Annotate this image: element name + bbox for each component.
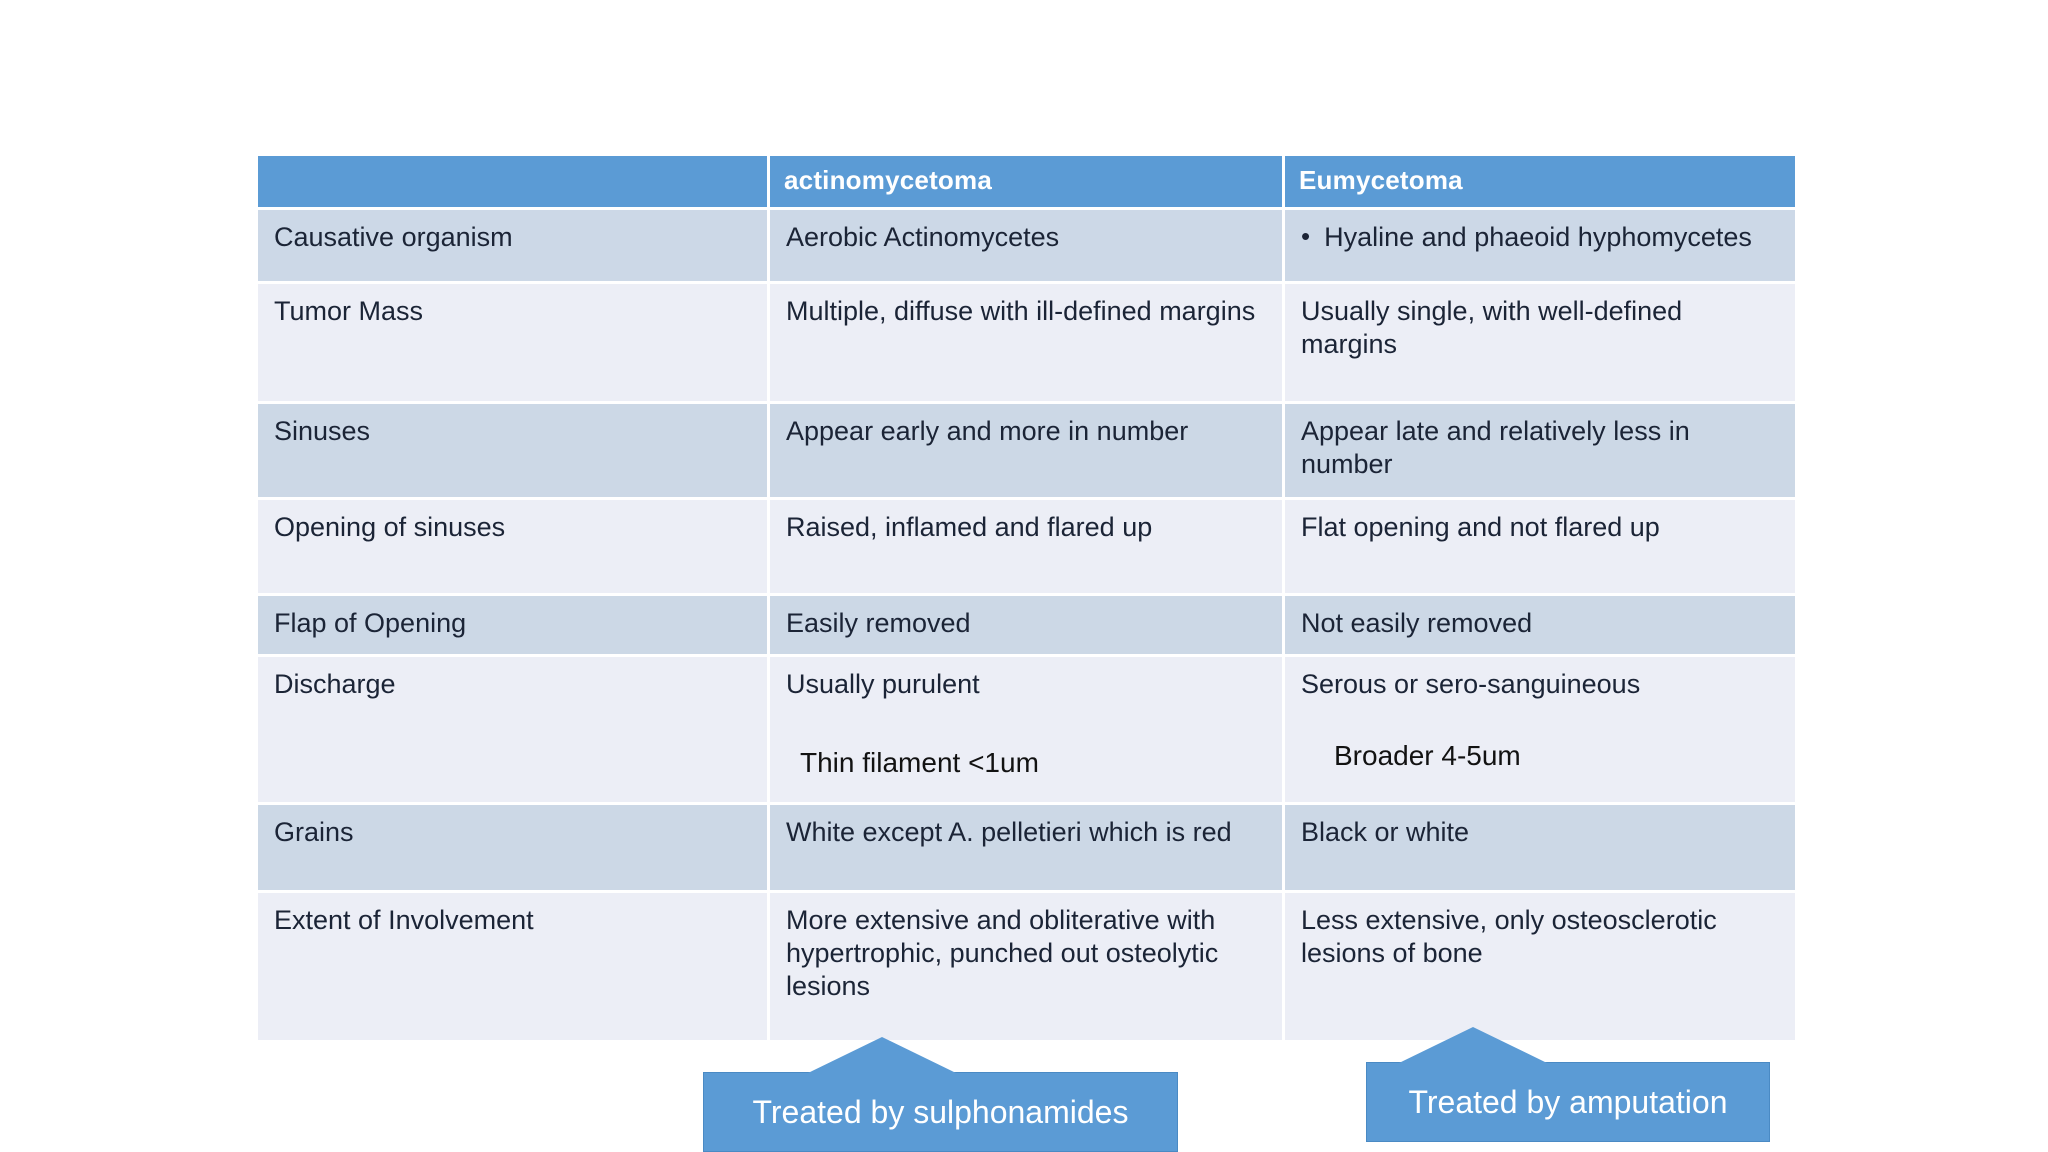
eumycetoma-cell-causative-organism: • Hyaline and phaeoid hyphomycetes bbox=[1285, 207, 1795, 281]
callout-treated-by-sulphonamides: Treated by sulphonamides bbox=[703, 1037, 1178, 1152]
eumycetoma-cell-discharge: Serous or sero-sanguineous bbox=[1285, 653, 1795, 802]
eumycetoma-cell-extent-of-involvement: Less extensive, only osteosclerotic lesi… bbox=[1285, 889, 1795, 1040]
table-row: Tumor Mass Multiple, diffuse with ill-de… bbox=[258, 281, 1795, 401]
table-row: Causative organism Aerobic Actinomycetes… bbox=[258, 207, 1795, 281]
actinomycetoma-cell-tumor-mass: Multiple, diffuse with ill-defined margi… bbox=[770, 281, 1285, 401]
feature-cell-discharge: Discharge bbox=[258, 653, 770, 802]
eumycetoma-causative-organism-text: Hyaline and phaeoid hyphomycetes bbox=[1324, 222, 1752, 252]
eumycetoma-column-header: Eumycetoma bbox=[1285, 156, 1795, 207]
table-row: Flap of Opening Easily removed Not easil… bbox=[258, 593, 1795, 654]
table-row: Discharge Usually purulent Serous or ser… bbox=[258, 653, 1795, 802]
actinomycetoma-cell-discharge: Usually purulent bbox=[770, 653, 1285, 802]
actinomycetoma-cell-flap-of-opening: Easily removed bbox=[770, 593, 1285, 654]
feature-cell-flap-of-opening: Flap of Opening bbox=[258, 593, 770, 654]
table-body: Causative organism Aerobic Actinomycetes… bbox=[258, 207, 1795, 1040]
actinomycetoma-cell-opening-of-sinuses: Raised, inflamed and flared up bbox=[770, 497, 1285, 593]
eumycetoma-cell-tumor-mass: Usually single, with well-defined margin… bbox=[1285, 281, 1795, 401]
eumycetoma-cell-opening-of-sinuses: Flat opening and not flared up bbox=[1285, 497, 1795, 593]
feature-cell-causative-organism: Causative organism bbox=[258, 207, 770, 281]
actinomycetoma-cell-causative-organism: Aerobic Actinomycetes bbox=[770, 207, 1285, 281]
table-row: Opening of sinuses Raised, inflamed and … bbox=[258, 497, 1795, 593]
feature-cell-sinuses: Sinuses bbox=[258, 401, 770, 497]
feature-cell-opening-of-sinuses: Opening of sinuses bbox=[258, 497, 770, 593]
table-row: Grains White except A. pelletieri which … bbox=[258, 801, 1795, 890]
bullet-icon: • bbox=[1301, 221, 1311, 251]
annotation-broader: Broader 4-5um bbox=[1334, 740, 1521, 771]
actinomycetoma-cell-sinuses: Appear early and more in number bbox=[770, 401, 1285, 497]
table-header-row-group: actinomycetoma Eumycetoma bbox=[258, 156, 1795, 207]
callout-sulphonamides-label: Treated by sulphonamides bbox=[752, 1093, 1129, 1130]
actinomycetoma-cell-extent-of-involvement: More extensive and obliterative with hyp… bbox=[770, 889, 1285, 1040]
eumycetoma-cell-sinuses: Appear late and relatively less in numbe… bbox=[1285, 401, 1795, 497]
actinomycetoma-column-header: actinomycetoma bbox=[770, 156, 1285, 207]
feature-column-header bbox=[258, 156, 770, 207]
table-row: Extent of Involvement More extensive and… bbox=[258, 889, 1795, 1040]
callout-pointer-icon bbox=[808, 1037, 956, 1073]
table-header-row: actinomycetoma Eumycetoma bbox=[258, 156, 1795, 207]
feature-cell-tumor-mass: Tumor Mass bbox=[258, 281, 770, 401]
table-row: Sinuses Appear early and more in number … bbox=[258, 401, 1795, 497]
callout-pointer-icon bbox=[1399, 1027, 1547, 1063]
callout-amputation-label: Treated by amputation bbox=[1408, 1083, 1728, 1120]
callout-treated-by-amputation: Treated by amputation bbox=[1366, 1027, 1770, 1142]
mycetoma-comparison-table: actinomycetoma Eumycetoma Causative orga… bbox=[258, 156, 1795, 1040]
eumycetoma-cell-grains: Black or white bbox=[1285, 801, 1795, 890]
actinomycetoma-cell-grains: White except A. pelletieri which is red bbox=[770, 801, 1285, 890]
feature-cell-extent-of-involvement: Extent of Involvement bbox=[258, 889, 770, 1040]
feature-cell-grains: Grains bbox=[258, 801, 770, 890]
annotation-thin-filament: Thin filament <1um bbox=[800, 747, 1039, 778]
eumycetoma-cell-flap-of-opening: Not easily removed bbox=[1285, 593, 1795, 654]
